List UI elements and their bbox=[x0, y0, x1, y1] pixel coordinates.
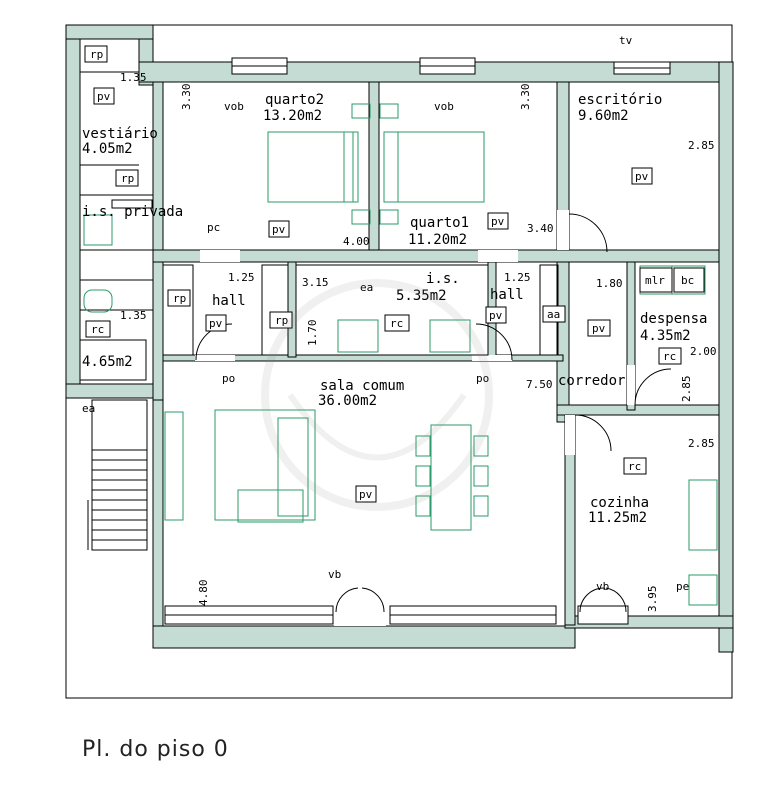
dim-hall-left: 1.25 bbox=[228, 271, 255, 284]
dim-cozinha-height: 2.85 bbox=[688, 437, 715, 450]
room-labels: vestiário 4.05m2 quarto2 13.20m2 quarto1… bbox=[82, 92, 707, 526]
label-tv: tv bbox=[619, 34, 633, 47]
staircase bbox=[87, 399, 148, 551]
watermark bbox=[261, 279, 493, 511]
tag-rp-vestiario: rp bbox=[121, 172, 134, 185]
label-po-left: po bbox=[222, 372, 235, 385]
dim-is-height: 1.70 bbox=[306, 320, 319, 347]
dim-quarto1-width: 3.40 bbox=[527, 222, 554, 235]
cozinha-area: 11.25m2 bbox=[588, 510, 647, 526]
tag-pv-escritorio: pv bbox=[635, 170, 649, 183]
tag-rp-hall-left-2: rp bbox=[275, 314, 288, 327]
dim-quarto1-height: 3.30 bbox=[519, 84, 532, 111]
tag-pv-quarto1: pv bbox=[491, 215, 505, 228]
tag-pv-hall-right: pv bbox=[489, 309, 503, 322]
tag-pv-corredor: pv bbox=[592, 322, 606, 335]
dim-sala-width: 7.50 bbox=[526, 378, 553, 391]
dim-is-width: 3.15 bbox=[302, 276, 329, 289]
dim-corredor-height: 2.85 bbox=[680, 376, 693, 403]
label-vob-quarto2: vob bbox=[224, 100, 244, 113]
sala-comum-area: 36.00m2 bbox=[318, 393, 377, 409]
tag-rp-top: rp bbox=[90, 48, 103, 61]
dim-is-privada: 1.35 bbox=[120, 309, 147, 322]
drawing-caption: Pl. do piso 0 bbox=[82, 737, 229, 762]
label-vb-cozinha: vb bbox=[596, 580, 609, 593]
tag-rc-cozinha: rc bbox=[628, 460, 641, 473]
furniture bbox=[83, 103, 718, 606]
dim-hall-right: 1.25 bbox=[504, 271, 531, 284]
escritorio-name: escritório bbox=[578, 92, 662, 108]
tag-rc-is-privada: rc bbox=[91, 323, 104, 336]
label-ea-is: ea bbox=[360, 281, 373, 294]
dim-quarto2-height: 3.30 bbox=[180, 84, 193, 111]
hall-right-name: hall bbox=[490, 287, 524, 303]
is-privada-name: i.s. privada bbox=[82, 204, 183, 220]
tag-mlr: mlr bbox=[645, 274, 665, 287]
dim-escritorio-height: 2.85 bbox=[688, 139, 715, 152]
dim-quarto2-width: 4.00 bbox=[343, 235, 370, 248]
tag-aa: aa bbox=[547, 308, 560, 321]
tag-rp-hall-left: rp bbox=[173, 292, 186, 305]
label-pe: pe bbox=[676, 580, 689, 593]
vestiario-name: vestiário bbox=[82, 126, 158, 142]
quarto1-name: quarto1 bbox=[410, 215, 469, 231]
tag-pv-vestiario: pv bbox=[97, 90, 111, 103]
despensa-area: 4.35m2 bbox=[640, 328, 691, 344]
is-center-name: i.s. bbox=[426, 271, 460, 287]
dim-vestiario-width: 1.35 bbox=[120, 71, 147, 84]
tag-pv-quarto2: pv bbox=[272, 223, 286, 236]
dimension-labels: 1.35 3.30 3.30 4.00 3.40 2.85 1.25 1.25 … bbox=[120, 71, 717, 612]
floor-tags: rp pv rp rc pv pv pv rp pv rp rc pv aa p… bbox=[84, 45, 705, 503]
label-pc: pc bbox=[207, 221, 220, 234]
dim-sala-height: 4.80 bbox=[197, 580, 210, 607]
despensa-name: despensa bbox=[640, 311, 707, 327]
vestiario-area: 4.05m2 bbox=[82, 141, 133, 157]
tag-bc: bc bbox=[681, 274, 694, 287]
label-po-right: po bbox=[476, 372, 489, 385]
corredor-name: corredor bbox=[558, 373, 625, 389]
tag-pv-hall-left: pv bbox=[209, 317, 223, 330]
dim-despensa-height: 2.00 bbox=[690, 345, 717, 358]
tag-rc-despensa: rc bbox=[663, 350, 676, 363]
quarto2-name: quarto2 bbox=[265, 92, 324, 108]
dim-cozinha-width: 3.95 bbox=[646, 586, 659, 613]
is-privada-area: 4.65m2 bbox=[82, 354, 133, 370]
is-center-area: 5.35m2 bbox=[396, 288, 447, 304]
sala-comum-name: sala comum bbox=[320, 378, 404, 394]
quarto2-area: 13.20m2 bbox=[263, 108, 322, 124]
label-vob-quarto1: vob bbox=[434, 100, 454, 113]
tag-pv-sala: pv bbox=[359, 488, 373, 501]
windows bbox=[164, 57, 671, 625]
interior-walls bbox=[152, 81, 720, 626]
label-ea-stairs: ea bbox=[82, 402, 95, 415]
dim-corredor-width: 1.80 bbox=[596, 277, 623, 290]
tag-rc-is: rc bbox=[390, 317, 403, 330]
annotations: vob vob tv pc ea ea po po vb vb pe bbox=[82, 34, 689, 593]
hall-left-name: hall bbox=[212, 293, 246, 309]
escritorio-area: 9.60m2 bbox=[578, 108, 629, 124]
label-vb-sala: vb bbox=[328, 568, 341, 581]
quarto1-area: 11.20m2 bbox=[408, 232, 467, 248]
cozinha-name: cozinha bbox=[590, 495, 649, 511]
